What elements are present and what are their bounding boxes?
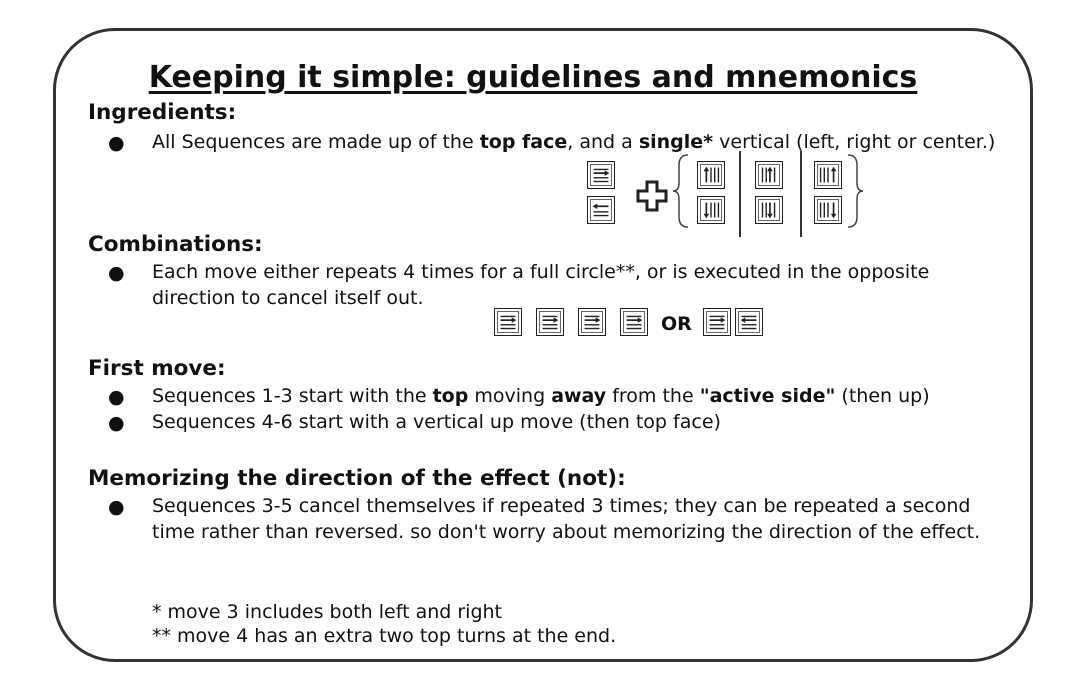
- divider: [739, 151, 741, 237]
- bullet-icon: ●: [108, 386, 125, 408]
- left-up-icon: [697, 161, 725, 189]
- bullet-icon: ●: [108, 412, 125, 434]
- text: (then up): [835, 385, 930, 407]
- top-left-arrow-icon: [735, 308, 763, 336]
- right-down-icon: [814, 196, 842, 224]
- combinations-line-1: Each move either repeats 4 times for a f…: [152, 261, 930, 283]
- ingredients-bullet: All Sequences are made up of the top fac…: [152, 129, 995, 155]
- bold-text: "active side": [699, 385, 836, 407]
- divider: [800, 151, 802, 237]
- bullet-icon: ●: [108, 496, 125, 518]
- memorizing-line-2: time rather than reversed. so don't worr…: [152, 521, 981, 543]
- first-move-bullet-2: Sequences 4-6 start with a vertical up m…: [152, 411, 721, 433]
- page-title: Keeping it simple: guidelines and mnemon…: [148, 60, 918, 95]
- top-right-arrow-icon: [620, 308, 648, 336]
- text: All Sequences are made up of the: [152, 131, 480, 153]
- text: , and a: [567, 131, 639, 153]
- or-label: OR: [661, 313, 692, 335]
- bold-text: top: [432, 385, 469, 407]
- memorizing-heading: Memorizing the direction of the effect (…: [88, 466, 626, 491]
- right-up-icon: [814, 161, 842, 189]
- top-right-arrow-icon: [494, 308, 522, 336]
- bullet-icon: ●: [108, 132, 125, 154]
- text: Sequences 1-3 start with the: [152, 385, 433, 407]
- bullet-icon: ●: [108, 262, 125, 284]
- plus-icon: [636, 180, 668, 212]
- top-right-arrow-icon: [578, 308, 606, 336]
- top-left-arrow-icon: [587, 196, 615, 224]
- text: from the: [606, 385, 700, 407]
- center-down-icon: [755, 196, 783, 224]
- ingredients-heading: Ingredients:: [88, 100, 237, 125]
- text: vertical (left, right or center.): [713, 131, 996, 153]
- top-right-arrow-icon: [703, 308, 731, 336]
- bold-text: top face: [479, 131, 568, 153]
- combinations-heading: Combinations:: [88, 232, 263, 257]
- guide-card: [53, 28, 1033, 662]
- top-right-arrow-icon: [587, 161, 615, 189]
- first-move-bullet-1: Sequences 1-3 start with the top moving …: [152, 383, 930, 409]
- first-move-heading: First move:: [88, 356, 226, 381]
- top-right-arrow-icon: [536, 308, 564, 336]
- combinations-line-2: direction to cancel itself out.: [152, 287, 424, 309]
- memorizing-line-1: Sequences 3-5 cancel themselves if repea…: [152, 495, 971, 517]
- text: moving: [468, 385, 552, 407]
- center-up-icon: [755, 161, 783, 189]
- right-brace-icon: [847, 154, 864, 228]
- bold-text: single*: [638, 131, 714, 153]
- bold-text: away: [551, 385, 607, 407]
- left-down-icon: [697, 196, 725, 224]
- footnote-2: ** move 4 has an extra two top turns at …: [152, 625, 617, 647]
- footnote-1: * move 3 includes both left and right: [152, 601, 503, 623]
- left-brace-icon: [672, 154, 689, 228]
